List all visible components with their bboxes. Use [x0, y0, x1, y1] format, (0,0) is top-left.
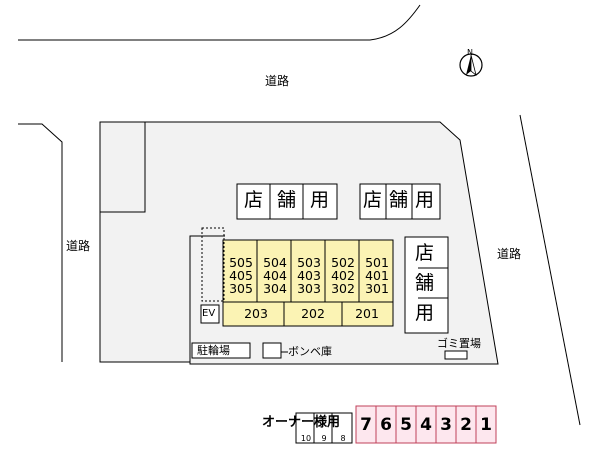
owner-parking-label: オーナー様用 — [262, 415, 341, 430]
parking-spot-number: 2 — [460, 415, 472, 435]
units-upper — [222, 239, 394, 303]
unit-number: 203 — [244, 306, 268, 321]
unit-number: 504 — [263, 255, 287, 270]
elevator-label: EV — [202, 308, 216, 319]
unit-column: 501 401 301 — [362, 256, 392, 295]
unit-number: 505 — [229, 255, 253, 270]
north-label: N — [467, 48, 473, 57]
unit-number: 304 — [263, 281, 287, 296]
unit-number: 202 — [301, 306, 325, 321]
road-label-right: 道路 — [497, 247, 522, 261]
parking-spot-number: 3 — [440, 415, 452, 435]
unit-number: 502 — [331, 255, 355, 270]
units-lower — [222, 301, 394, 327]
owner-spot — [331, 412, 353, 444]
unit-number: 501 — [365, 255, 389, 270]
parking-spots — [355, 405, 497, 444]
store-label: 店 — [363, 189, 383, 211]
bicycle-parking-label: 駐輪場 — [197, 344, 230, 357]
garbage-area-label: ゴミ置場 — [437, 337, 481, 350]
unit-number: 301 — [365, 281, 389, 296]
gas-storage-label: ボンベ庫 — [288, 345, 332, 358]
unit-number: 305 — [229, 281, 253, 296]
gas-storage-box — [262, 342, 282, 359]
parking-spot-number: 7 — [360, 415, 372, 435]
unit-number: 303 — [297, 281, 321, 296]
top-road-edge — [18, 4, 421, 41]
right-road-edge — [519, 114, 581, 426]
store-label: 舗 — [277, 189, 297, 211]
parking-spot-number: 4 — [420, 415, 432, 435]
store-label: 店 — [415, 242, 435, 264]
north-arrow-icon — [466, 55, 471, 75]
unit-number: 302 — [331, 281, 355, 296]
unit-column: 503 403 303 — [294, 256, 324, 295]
store-label: 用 — [415, 302, 435, 324]
unit-number: 402 — [331, 268, 355, 283]
store-label: 用 — [310, 189, 330, 211]
unit-number: 403 — [297, 268, 321, 283]
left-road-edge — [18, 123, 63, 362]
store-label: 舗 — [415, 272, 435, 294]
owner-spot-number: 9 — [321, 434, 327, 443]
store-block-left — [236, 183, 338, 220]
unit-number: 503 — [297, 255, 321, 270]
unit-number: 201 — [355, 306, 379, 321]
bicycle-parking-box — [191, 342, 251, 359]
store-block-mid — [359, 183, 441, 220]
unit-number: 404 — [263, 268, 287, 283]
building-outline — [189, 235, 225, 362]
store-label: 舗 — [389, 189, 409, 211]
owner-spot-number: 8 — [340, 434, 346, 443]
owner-spot-number: 10 — [300, 434, 312, 443]
road-label-top: 道路 — [265, 74, 290, 88]
garbage-box — [444, 350, 468, 360]
parking-spot-number: 5 — [400, 415, 412, 435]
parking-spot-number: 6 — [380, 415, 392, 435]
unit-number: 405 — [229, 268, 253, 283]
unit-column: 504 404 304 — [260, 256, 290, 295]
building-wing — [100, 122, 146, 213]
store-label: 店 — [244, 189, 264, 211]
unit-column: 505 405 305 — [226, 256, 256, 295]
parking-spot-number: 1 — [480, 415, 492, 435]
store-block-right — [404, 236, 449, 334]
stair-area — [201, 227, 225, 302]
unit-number: 401 — [365, 268, 389, 283]
road-label-left: 道路 — [66, 239, 91, 253]
elevator-box — [200, 304, 220, 324]
store-label: 用 — [415, 189, 435, 211]
unit-column: 502 402 302 — [328, 256, 358, 295]
